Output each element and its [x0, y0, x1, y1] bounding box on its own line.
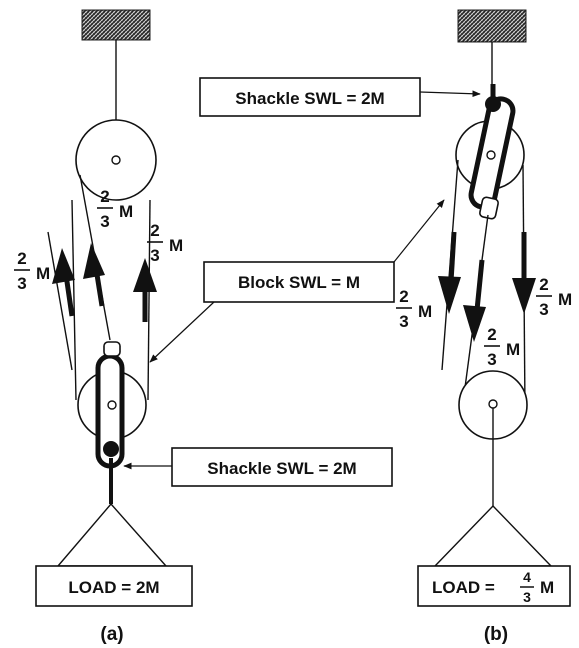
load-box-b	[417, 565, 571, 607]
fraction-numerator: 2	[487, 325, 496, 344]
fraction-numerator: 2	[539, 275, 548, 294]
tension-label-mid-a: 2 3 M	[97, 187, 133, 231]
fraction-unit: M	[169, 236, 183, 255]
fraction-unit: M	[36, 264, 50, 283]
ceiling-anchor-b	[457, 9, 527, 43]
lower-pulley-axle-a	[107, 400, 117, 410]
system-b: 2 3 M 2 3 M 2 3 M LOAD = 4 3 M (b)	[396, 9, 572, 645]
ceiling-anchor-a	[81, 9, 151, 41]
tension-label-left-b: 2 3 M	[396, 287, 432, 331]
lower-block-pin-a	[103, 341, 121, 357]
tension-arrow-mid-b	[463, 259, 486, 342]
rope-right-a	[147, 199, 151, 401]
system-a: 2 3 M 2 3 M 2 3 M LOAD = 2M (a)	[14, 9, 193, 645]
callout-text-shackle-bottom: Shackle SWL = 2M	[207, 459, 356, 478]
fraction-denominator: 3	[17, 274, 26, 293]
fraction-denominator: 3	[539, 300, 548, 319]
rope-pull-a	[47, 231, 73, 371]
sling-right-a	[110, 503, 167, 567]
fraction-denominator: 3	[100, 212, 109, 231]
load-fraction-numerator-b: 4	[523, 569, 531, 585]
tension-label-mid-b: 2 3 M	[484, 325, 520, 369]
tension-arrow-right-a	[133, 258, 157, 322]
tension-arrow-right-b	[512, 232, 536, 314]
fraction-unit: M	[558, 290, 572, 309]
upper-block-pin-b	[479, 196, 499, 220]
fraction-numerator: 2	[100, 187, 109, 206]
fraction-unit: M	[418, 302, 432, 321]
tension-label-right-a: 2 3 M	[147, 221, 183, 265]
callout-box-block	[203, 261, 395, 303]
load-box-a	[35, 565, 193, 607]
callout-block: Block SWL = M	[149, 199, 445, 363]
fraction-denominator: 3	[150, 246, 159, 265]
callout-text-shackle-top: Shackle SWL = 2M	[235, 89, 384, 108]
fraction-denominator: 3	[487, 350, 496, 369]
upper-shackle-b	[485, 96, 501, 112]
upper-pulley-axle-b	[486, 150, 496, 160]
sling-left-b	[434, 505, 494, 567]
load-label-b-prefix: LOAD =	[432, 578, 495, 597]
load-label-b-suffix: M	[540, 578, 554, 597]
callout-leader-shackle-top	[419, 90, 481, 98]
load-label-a: LOAD = 2M	[68, 578, 159, 597]
callout-box-shackle-bottom	[171, 447, 393, 487]
upper-pulley-axle-a	[111, 155, 121, 165]
tension-label-left-a: 2 3 M	[14, 249, 50, 293]
lower-pulley-axle-b	[488, 399, 498, 409]
fraction-numerator: 2	[17, 249, 26, 268]
callout-text-block: Block SWL = M	[238, 273, 360, 292]
tension-label-right-b: 2 3 M	[536, 275, 572, 319]
fraction-numerator: 2	[150, 221, 159, 240]
callout-shackle-top: Shackle SWL = 2M	[199, 77, 481, 117]
callout-box-shackle-top	[199, 77, 421, 117]
lower-shackle-a	[103, 441, 119, 457]
callout-leader-block-b	[393, 199, 445, 263]
callout-leader-block-a	[149, 301, 215, 363]
sling-right-b	[492, 505, 552, 567]
rope-left-a	[71, 199, 77, 401]
fraction-denominator: 3	[399, 312, 408, 331]
caption-b: (b)	[484, 624, 508, 645]
fraction-numerator: 2	[399, 287, 408, 306]
sling-left-a	[57, 503, 112, 567]
tension-arrow-left-b	[438, 231, 461, 314]
tension-arrow-mid-a	[83, 243, 105, 307]
fraction-unit: M	[119, 202, 133, 221]
load-fraction-denominator-b: 3	[523, 589, 531, 605]
caption-a: (a)	[100, 624, 123, 645]
callout-shackle-bottom: Shackle SWL = 2M	[123, 447, 393, 487]
fraction-unit: M	[506, 340, 520, 359]
tension-arrow-left-a	[52, 248, 75, 317]
